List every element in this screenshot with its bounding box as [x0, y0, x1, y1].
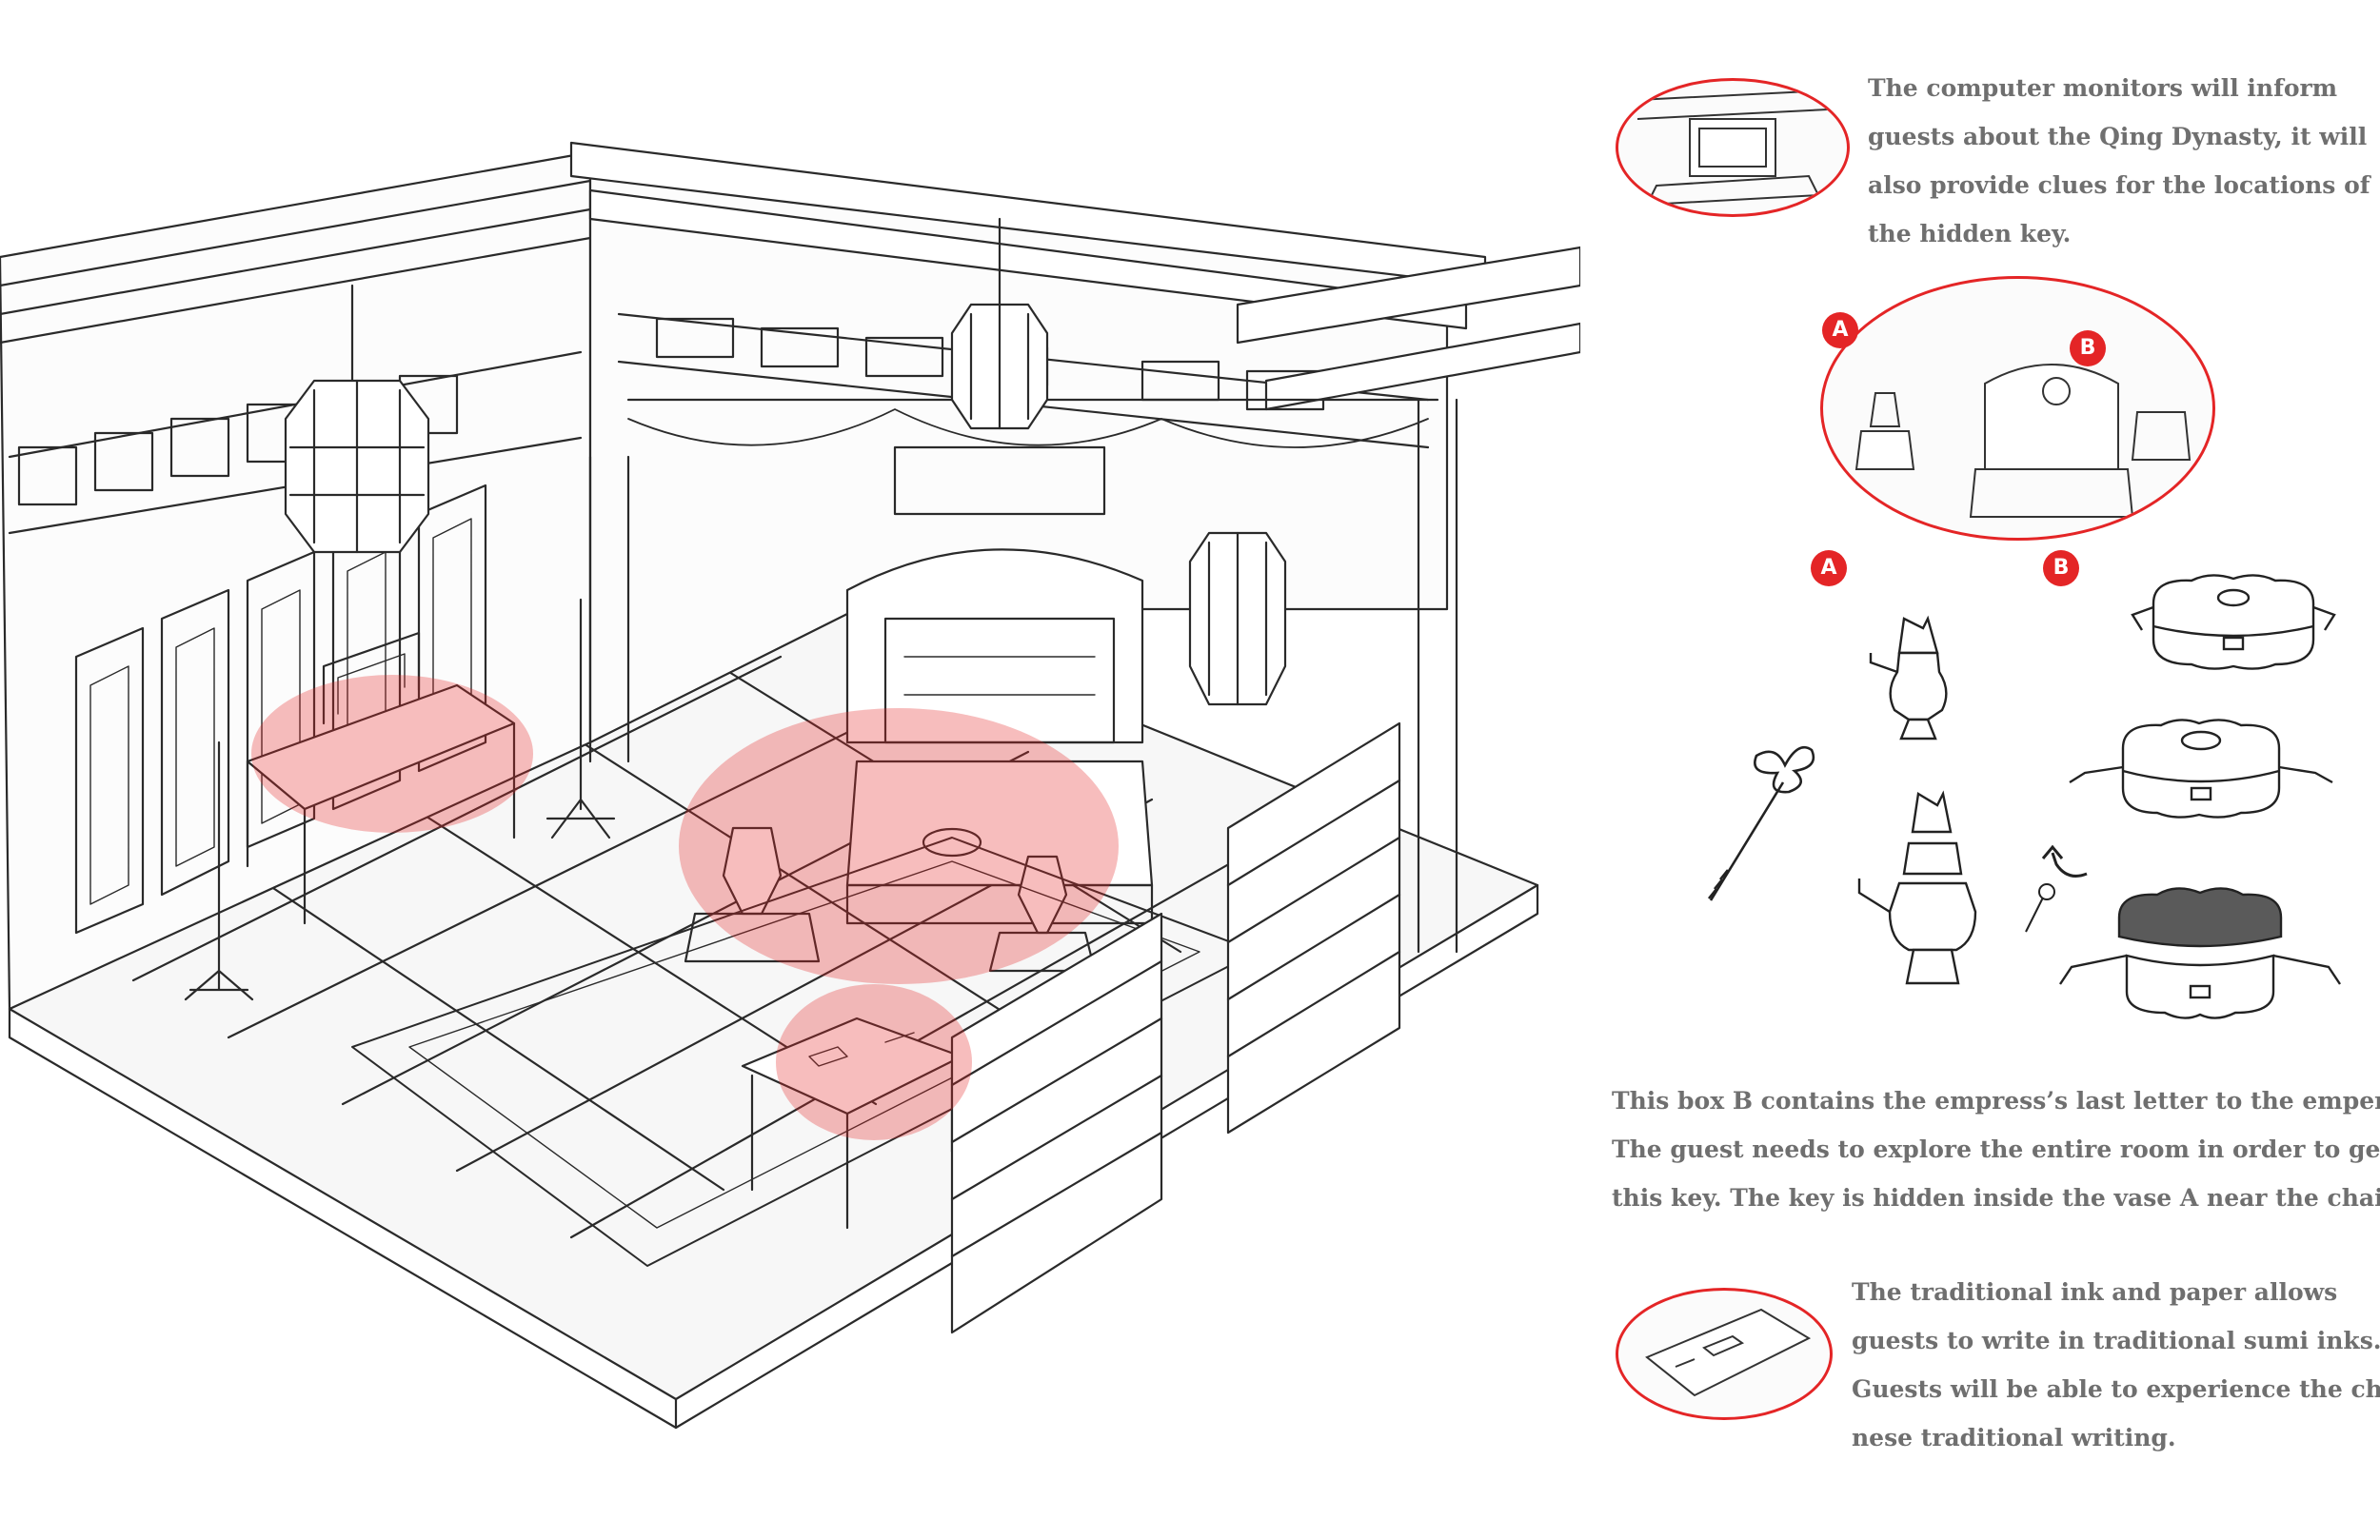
- ink-table-vignette: [1616, 1288, 1833, 1420]
- vase-icon-open: [1852, 788, 2013, 997]
- coat-stand: [184, 598, 616, 1001]
- vase-left: [684, 826, 821, 963]
- monitor-note-line: the hidden key.: [1868, 220, 2072, 247]
- marker-b: B: [2043, 550, 2079, 586]
- monitor-desk: [246, 631, 516, 925]
- lacquer-box-icon-open: [2053, 879, 2348, 1026]
- vase-icon: [1861, 615, 1956, 746]
- writing-table: [741, 1017, 963, 1230]
- throne: [845, 548, 1154, 925]
- left-wall: [0, 150, 592, 1011]
- ink-note-line: nese traditional writing.: [1852, 1424, 2176, 1451]
- ink-note: The traditional ink and paper allows gue…: [1852, 1268, 2380, 1462]
- key-hairpin-icon: [1690, 737, 1833, 914]
- highlight-zones: [251, 675, 1119, 1140]
- lacquer-box-icon: [2115, 569, 2351, 676]
- monitor-note-line: The computer monitors will inform: [1868, 74, 2338, 102]
- marker-a: A: [1811, 550, 1847, 586]
- monitor-note-line: guests about the Qing Dynasty, it will: [1868, 123, 2368, 150]
- ink-note-line: Guests will be able to experience the ch…: [1852, 1375, 2380, 1403]
- rotate-arrow-icon: [2039, 836, 2102, 889]
- shelf-unit: [950, 721, 1401, 1334]
- marker-b-vignette: B: [2070, 330, 2106, 366]
- ink-note-line: guests to write in traditional sumi inks…: [1852, 1327, 2380, 1354]
- box-note-line: this key. The key is hidden inside the v…: [1612, 1184, 2380, 1212]
- highlight-throne: [679, 708, 1119, 984]
- throne-vignette: [1820, 276, 2215, 541]
- marker-a-vignette: A: [1822, 312, 1858, 348]
- ink-note-line: The traditional ink and paper allows: [1852, 1278, 2338, 1306]
- box-note-line: The guest needs to explore the entire ro…: [1612, 1135, 2380, 1163]
- monitor-note-line: also provide clues for the locations of: [1868, 171, 2370, 199]
- lantern-right: [1188, 531, 1287, 706]
- small-key-icon: [2018, 880, 2060, 938]
- monitor-note: The computer monitors will inform guests…: [1868, 64, 2370, 258]
- box-note: This box B contains the empress’s last l…: [1612, 1076, 2380, 1222]
- lacquer-box-icon-key: [2056, 714, 2342, 828]
- monitor-vignette: [1616, 78, 1850, 217]
- box-note-line: This box B contains the empress’s last l…: [1612, 1087, 2380, 1115]
- highlight-ink-table: [776, 984, 972, 1140]
- lantern-left: [284, 284, 430, 554]
- lantern-center: [950, 217, 1049, 430]
- highlight-monitor: [251, 675, 533, 833]
- room-sketch: [0, 141, 1580, 1430]
